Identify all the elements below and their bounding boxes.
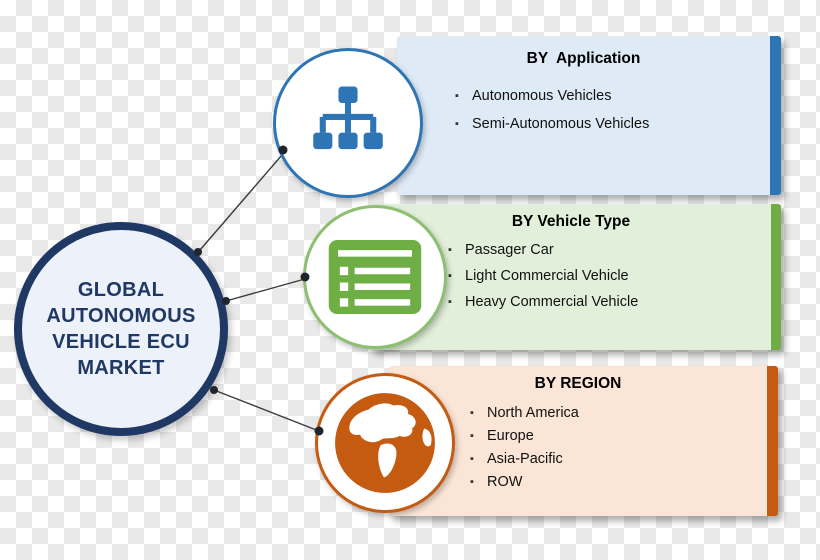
list-item: ▪ ROW [470, 472, 767, 492]
central-market-circle: GLOBAL AUTONOMOUS VEHICLE ECU MARKET [14, 222, 228, 436]
region-item-list: ▪ North America ▪ Europe ▪ Asia-Pacific … [389, 403, 767, 492]
list-item-label: Autonomous Vehicles [472, 88, 612, 104]
list-item-label: Passager Car [465, 242, 554, 258]
sitemap-icon [313, 86, 383, 150]
list-item-label: Asia-Pacific [487, 451, 563, 467]
panel-header-vehicle-type: BY Vehicle Type [511, 213, 631, 230]
bullet-icon: ▪ [448, 244, 452, 256]
list-item-label: Heavy Commercial Vehicle [465, 294, 639, 310]
list-item: ▪ Asia-Pacific [470, 449, 767, 469]
vehicle-type-item-list: ▪ Passager Car ▪ Light Commercial Vehicl… [371, 240, 771, 312]
list-item: ▪ Heavy Commercial Vehicle [448, 292, 771, 312]
list-item-label: ROW [487, 474, 523, 490]
market-title-line: MARKET [77, 357, 165, 379]
list-item-label: Light Commercial Vehicle [465, 268, 629, 284]
panel-by-vehicle-type: BY Vehicle Type ▪ Passager Car ▪ Light C… [371, 204, 781, 350]
market-title-line: VEHICLE ECU [52, 331, 190, 353]
list-item: ▪ Semi-Autonomous Vehicles [455, 114, 770, 134]
bullet-icon: ▪ [470, 407, 474, 419]
vehicle-type-icon-circle [303, 205, 447, 349]
list-item: ▪ Light Commercial Vehicle [448, 266, 771, 286]
bullet-icon: ▪ [470, 430, 474, 442]
region-icon-circle [315, 373, 455, 513]
list-item: ▪ Autonomous Vehicles [455, 86, 770, 106]
list-item: ▪ North America [470, 403, 767, 423]
list-icon [328, 240, 422, 314]
market-title-line: GLOBAL [77, 279, 165, 301]
bullet-icon: ▪ [448, 270, 452, 282]
market-title-line: AUTONOMOUS [46, 305, 196, 327]
bullet-icon: ▪ [455, 118, 459, 130]
application-icon-circle [273, 48, 423, 198]
panel-by-application: BY Application ▪ Autonomous Vehicles ▪ S… [397, 36, 781, 195]
list-item: ▪ Europe [470, 426, 767, 446]
list-item-label: Europe [487, 428, 534, 444]
globe-icon [335, 393, 435, 493]
bullet-icon: ▪ [455, 90, 459, 102]
panel-header-application: BY Application [526, 50, 641, 67]
list-item-label: North America [487, 405, 579, 421]
bullet-icon: ▪ [448, 296, 452, 308]
bullet-icon: ▪ [470, 453, 474, 465]
application-item-list: ▪ Autonomous Vehicles ▪ Semi-Autonomous … [397, 86, 770, 134]
list-item-label: Semi-Autonomous Vehicles [472, 116, 650, 132]
bullet-icon: ▪ [470, 476, 474, 488]
panel-header-region: BY REGION [534, 375, 622, 392]
list-item: ▪ Passager Car [448, 240, 771, 260]
